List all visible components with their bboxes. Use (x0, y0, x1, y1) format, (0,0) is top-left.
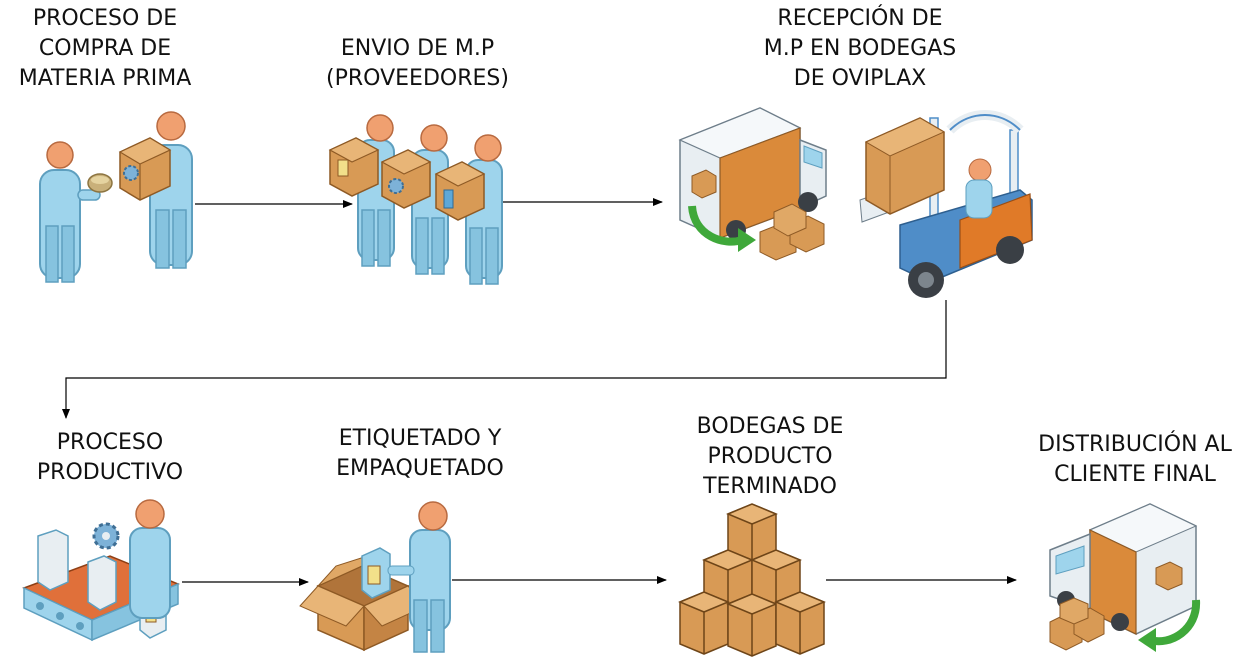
truck-and-forklift-icon (678, 107, 1033, 298)
stacked-boxes-icon (678, 503, 826, 657)
conveyor-production-icon (22, 499, 180, 642)
suppliers-carrying-boxes-icon (328, 114, 503, 285)
step-label-bodegas: BODEGAS DE PRODUCTO TERMINADO (696, 414, 844, 499)
step-label-compra: PROCESO DE COMPRA DE MATERIA PRIMA (18, 6, 192, 91)
step-label-proceso-productivo: PROCESO PRODUCTIVO (36, 430, 184, 485)
step-label-recepcion: RECEPCIÓN DE M.P EN BODEGAS DE OVIPLAX (763, 6, 957, 91)
step-label-distribucion: DISTRIBUCIÓN AL CLIENTE FINAL (1038, 432, 1232, 487)
step-label-envio: ENVIO DE M.P (PROVEEDORES) (326, 36, 509, 91)
connectors (62, 198, 1017, 586)
buyer-seller-exchange-icon (39, 111, 193, 283)
packing-box-icon (299, 501, 451, 653)
step-label-etiquetado: ETIQUETADO Y EMPAQUETADO (336, 426, 504, 481)
connector-3-4 (62, 300, 947, 419)
delivery-truck-icon (1049, 503, 1201, 652)
